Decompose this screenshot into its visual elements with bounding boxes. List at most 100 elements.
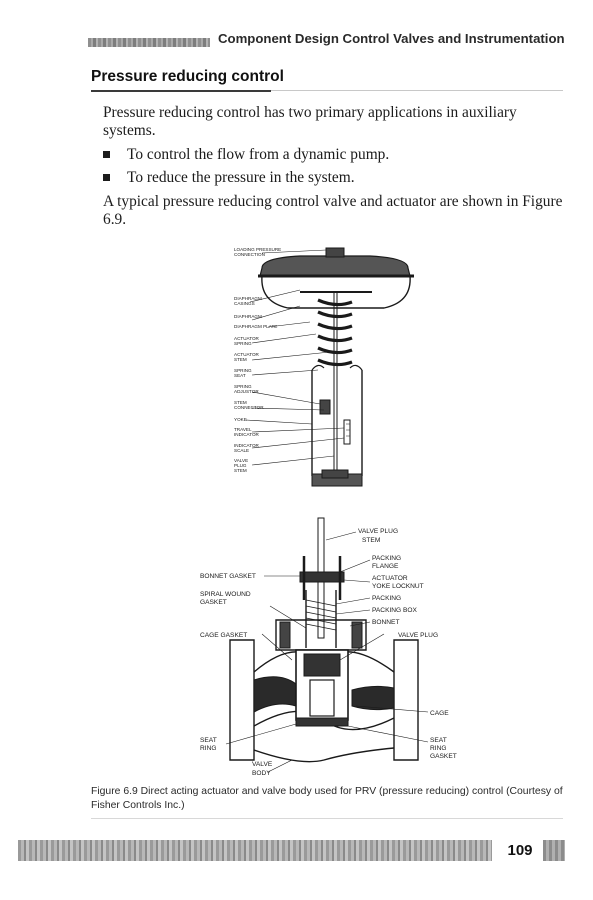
callout-label: SPRING (234, 384, 252, 389)
callout-label: STEM (362, 537, 380, 544)
section-title: Pressure reducing control (91, 68, 284, 85)
actuator-labels: LOADING PRESSURE CONNECTION DIAPHRAGM CA… (234, 247, 281, 473)
callout-label: SCALE (234, 448, 249, 453)
callout-label: DIAPHRAGM (234, 314, 262, 319)
callout-label: YOKE LOCKNUT (372, 583, 424, 590)
svg-text:ADJUSTOR: ADJUSTOR (234, 389, 259, 394)
svg-text:STEM: STEM (362, 537, 380, 544)
svg-text:PLUG: PLUG (234, 463, 247, 468)
svg-text:BODY: BODY (252, 770, 271, 777)
footer-decorative-end (543, 840, 565, 861)
callout-label: RING (200, 745, 216, 752)
svg-text:RING: RING (200, 745, 216, 752)
callout-label: PACKING BOX (372, 607, 418, 614)
bullet-text: To control the flow from a dynamic pump. (127, 146, 390, 163)
svg-text:LOADING PRESSURE: LOADING PRESSURE (234, 247, 281, 252)
svg-text:CAGE: CAGE (430, 710, 449, 717)
valve-body-labels: VALVE PLUG STEM PACKING FLANGE BONNET GA… (200, 528, 457, 777)
section-rule (91, 90, 271, 92)
footer-rule (91, 818, 563, 819)
callout-label: STEM (234, 400, 247, 405)
svg-text:STEM: STEM (234, 357, 247, 362)
svg-text:SPRING: SPRING (234, 341, 252, 346)
svg-text:YOKE LOCKNUT: YOKE LOCKNUT (372, 583, 424, 590)
header-decorative-bar (88, 38, 210, 47)
actuator-drawing (245, 247, 414, 487)
svg-text:TRAVEL: TRAVEL (234, 427, 252, 432)
callout-label: INDICATOR (234, 432, 260, 437)
callout-label: CASINGS (234, 301, 255, 306)
svg-text:STEM: STEM (234, 400, 247, 405)
valve-body-drawing (225, 517, 429, 773)
svg-text:VALVE PLUG: VALVE PLUG (358, 528, 398, 535)
svg-text:RING: RING (430, 745, 446, 752)
svg-text:INDICATOR: INDICATOR (234, 432, 260, 437)
callout-label: TRAVEL (234, 427, 252, 432)
footer-decorative-bar (18, 840, 492, 861)
callout-label: SEAT (430, 737, 447, 744)
callout-label: SPRING (234, 341, 252, 346)
callout-label: FLANGE (372, 563, 399, 570)
callout-label: CONNECTION (234, 252, 265, 257)
svg-text:CONNECTOR: CONNECTOR (234, 405, 264, 410)
svg-text:VALVE PLUG: VALVE PLUG (398, 632, 438, 639)
svg-text:DIAPHRAGM: DIAPHRAGM (234, 296, 262, 301)
figure-caption: Figure 6.9 Direct acting actuator and va… (91, 786, 563, 811)
svg-text:VALVE: VALVE (252, 761, 273, 768)
svg-text:CAGE GASKET: CAGE GASKET (200, 632, 247, 639)
svg-text:ACTUATOR: ACTUATOR (234, 352, 260, 357)
callout-label: PACKING (372, 555, 401, 562)
bullet-text: To reduce the pressure in the system. (127, 169, 355, 186)
svg-text:PACKING: PACKING (372, 555, 401, 562)
callout-label: STEM (234, 357, 247, 362)
callout-label: CONNECTOR (234, 405, 264, 410)
svg-text:YOKE: YOKE (234, 417, 247, 422)
callout-label: ACTUATOR (234, 352, 260, 357)
svg-text:ACTUATOR: ACTUATOR (372, 575, 408, 582)
svg-text:GASKET: GASKET (200, 599, 227, 606)
svg-text:SCALE: SCALE (234, 448, 249, 453)
callout-label: PLUG (234, 463, 247, 468)
svg-text:SEAT: SEAT (200, 737, 217, 744)
callout-label: BODY (252, 770, 271, 777)
svg-text:SEAT: SEAT (430, 737, 447, 744)
callout-label: SPRING (234, 368, 252, 373)
callout-label: SPIRAL WOUND (200, 591, 251, 598)
svg-text:STEM: STEM (234, 468, 247, 473)
callout-label: LOADING PRESSURE (234, 247, 281, 252)
callout-label: CAGE (430, 710, 449, 717)
callout-label: SEAT (234, 373, 246, 378)
callout-label: INDICATOR (234, 443, 260, 448)
running-header: Component Design Control Valves and Inst… (218, 31, 565, 46)
callout-label: DIAPHRAGM PLATE (234, 324, 277, 329)
svg-text:BONNET GASKET: BONNET GASKET (200, 573, 256, 580)
svg-text:SPIRAL WOUND: SPIRAL WOUND (200, 591, 251, 598)
svg-text:FLANGE: FLANGE (372, 563, 399, 570)
bullet-square-icon (103, 174, 110, 181)
callout-label: ACTUATOR (234, 336, 260, 341)
callout-label: BONNET GASKET (200, 573, 256, 580)
svg-text:BONNET: BONNET (372, 619, 399, 626)
callout-label: RING (430, 745, 446, 752)
svg-text:ACTUATOR: ACTUATOR (234, 336, 260, 341)
callout-label: ACTUATOR (372, 575, 408, 582)
svg-text:SEAT: SEAT (234, 373, 246, 378)
figure-reference-paragraph: A typical pressure reducing control valv… (103, 193, 563, 228)
svg-text:SPRING: SPRING (234, 368, 252, 373)
callout-label: SEAT (200, 737, 217, 744)
callout-label: ADJUSTOR (234, 389, 259, 394)
svg-text:CONNECTION: CONNECTION (234, 252, 265, 257)
svg-text:SPRING: SPRING (234, 384, 252, 389)
svg-text:GASKET: GASKET (430, 753, 457, 760)
callout-label: GASKET (200, 599, 227, 606)
callout-label: CAGE GASKET (200, 632, 247, 639)
svg-text:DIAPHRAGM: DIAPHRAGM (234, 314, 262, 319)
callout-label: YOKE (234, 417, 247, 422)
callout-label: GASKET (430, 753, 457, 760)
callout-label: STEM (234, 468, 247, 473)
callout-label: VALVE (252, 761, 273, 768)
callout-label: DIAPHRAGM (234, 296, 262, 301)
svg-text:PACKING BOX: PACKING BOX (372, 607, 418, 614)
page-number: 109 (507, 842, 533, 859)
svg-text:VALVE: VALVE (234, 458, 248, 463)
